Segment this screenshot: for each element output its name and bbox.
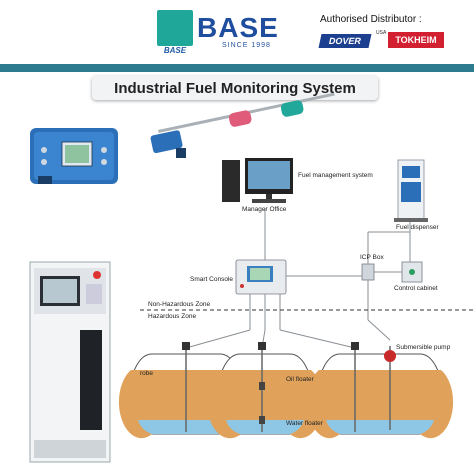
manager-computer-icon [222,158,293,203]
fuel-management-label: Fuel management system [298,172,373,179]
smart-console-label: Smart Console [190,276,233,283]
hazardous-zone-label: Hazardous Zone [148,313,197,320]
smart-console-icon [235,259,287,295]
water-floater-label: Water floater [286,420,323,427]
connection-lines [185,208,411,349]
logo-subtitle: BASE [163,46,187,55]
authorised-text: Authorised Distributor : [320,14,422,25]
tank-2 [206,342,324,439]
fuel-dispenser-icon [394,159,428,222]
non-hazardous-zone-label: Non-Hazardous Zone [148,301,211,308]
control-cabinet-icon [401,261,423,283]
probe-label: robe [140,370,154,377]
large-dispenser-icon [29,261,111,463]
header-band [0,64,474,72]
oil-floater-label: Oil floater [286,376,314,383]
fuel-dispenser-label: Fuel dispenser [396,224,439,231]
icp-box-label: ICP Box [360,254,384,261]
tank-3 [306,342,454,439]
icp-box-icon [361,263,375,281]
oil-floater-icon [259,382,265,390]
tokheim-usa: USA [376,30,387,36]
probe-sensor-icon [150,92,335,158]
controller-unit-icon [30,128,118,184]
tokheim-logo: TOKHEIM [388,32,444,48]
since-text: SINCE 1998 [222,42,271,49]
control-cabinet-label: Control cabinet [394,285,438,292]
brand-name: BASE [197,12,279,43]
diagram-title: Industrial Fuel Monitoring System [114,80,356,97]
water-floater-icon [259,416,265,424]
manager-office-label: Manager Office [242,206,287,213]
submersible-pump-label: Submersible pump [396,344,451,351]
base-logo-icon [157,10,193,46]
header: BASE BASE SINCE 1998 Authorised Distribu… [0,0,474,64]
